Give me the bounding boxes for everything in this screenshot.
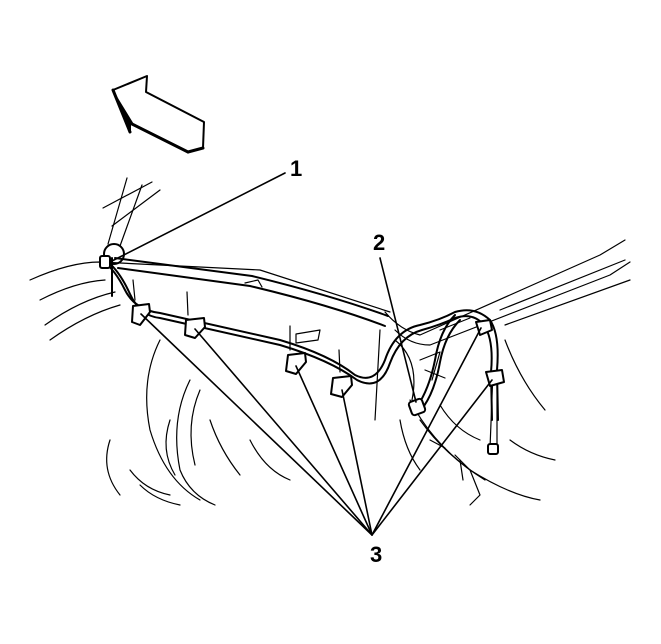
callout-1-label: 1: [290, 156, 302, 181]
harness-clips: [131, 279, 505, 455]
connector-2: [407, 397, 427, 417]
vehicle-body-structure: [29, 177, 631, 506]
callout-2-label: 2: [373, 230, 385, 255]
callout-3-label: 3: [370, 542, 382, 567]
leader-lines: [109, 172, 493, 536]
front-direction-arrow-icon: [111, 75, 205, 154]
